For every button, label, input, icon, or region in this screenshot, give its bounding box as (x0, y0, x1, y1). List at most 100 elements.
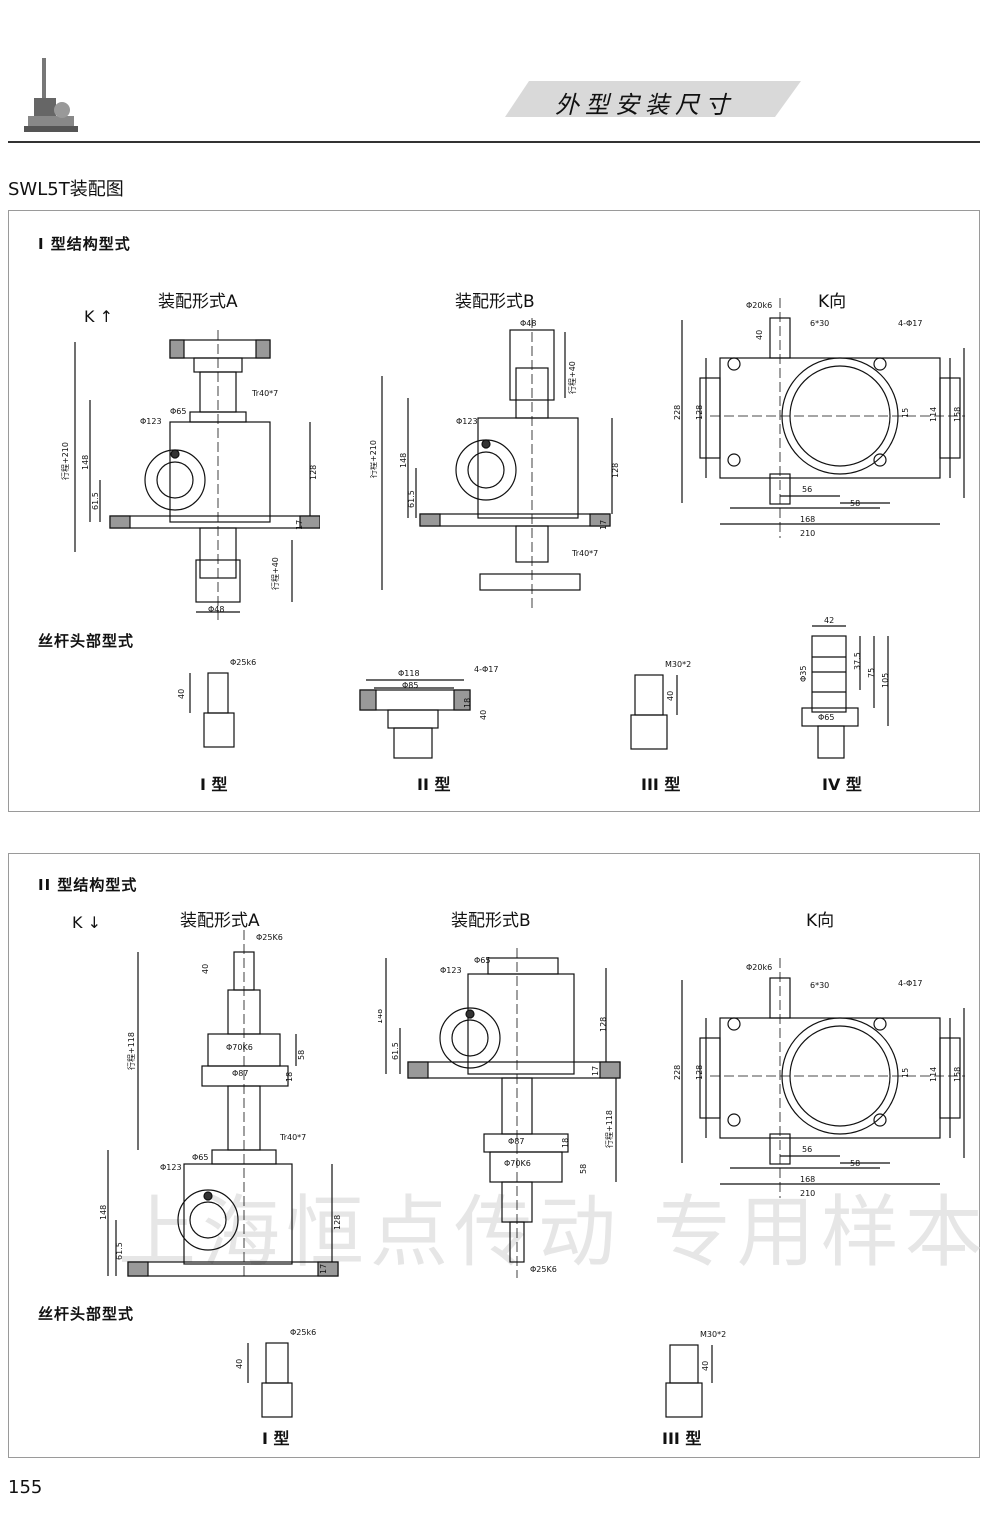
panel1-view-b-label: 装配形式B (455, 292, 535, 312)
dim-k-630: 6*30 (810, 319, 829, 328)
dim-k-114: 114 (929, 407, 938, 422)
panel2-view-a-drawing: Φ25K6 40 行程+118 Φ70K6 58 Φ87 18 Tr40*7 Φ… (99, 930, 342, 1280)
dim-2a-phi87: Φ87 (232, 1069, 248, 1078)
dim-k-58: 58 (850, 499, 860, 508)
dim-k-40: 40 (755, 330, 764, 340)
dim-k-phi20: Φ20k6 (746, 301, 772, 310)
dim-k-158: 158 (953, 407, 962, 422)
dim-h4-phi35: Φ35 (799, 666, 808, 682)
dim-a-148: 148 (81, 455, 90, 470)
dim-2k-158: 158 (953, 1067, 962, 1082)
dim-2b-148: 148 (378, 1009, 384, 1024)
panel1-view-b-drawing: Φ48 行程+40 Φ123 行程+210 148 61.5 128 17 Tr… (370, 318, 620, 608)
panel1-head-type-2-label: II 型 (417, 775, 451, 794)
dim-h2-40: 40 (479, 710, 488, 720)
dim-2k-228: 228 (673, 1065, 682, 1080)
dim-2b-17: 17 (591, 1066, 600, 1076)
k-letter-2: K (72, 913, 83, 932)
dim-2h3-m30: M30*2 (700, 1330, 726, 1339)
dim-h2-phi85: Φ85 (402, 681, 418, 690)
page-number: 155 (8, 1477, 43, 1498)
dim-b-stroke: 行程+210 (370, 440, 378, 478)
panel2-view-b-drawing: Φ65 Φ123 148 61.5 128 17 Φ87 18 行程+118 Φ… (378, 948, 621, 1278)
dim-b-phi123: Φ123 (456, 417, 478, 426)
panel1-head-title: 丝杆头部型式 (38, 632, 135, 650)
dim-2a-tr: Tr40*7 (279, 1133, 306, 1142)
dim-2k-15: 15 (901, 1068, 910, 1078)
dim-k-228: 228 (673, 405, 682, 420)
panel1-view-a-drawing: Tr40*7 Φ65 Φ123 行程+210 148 61.5 128 17 行… (60, 330, 320, 620)
watermark: 上海恒点传动 专用样本 (118, 1188, 989, 1278)
dim-2b-128: 128 (599, 1017, 608, 1032)
dim-h3-m30: M30*2 (665, 660, 691, 669)
dim-2b-phi65: Φ65 (474, 956, 490, 965)
dim-2h3-40: 40 (701, 1361, 710, 1371)
dim-b-615: 61.5 (407, 490, 416, 508)
panel1-view-k-drawing: Φ20k6 6*30 4-Φ17 40 228 128 15 114 158 5… (673, 298, 965, 538)
panel1-head-type-3: M30*2 40 (630, 660, 691, 750)
page-title: 外型安装尺寸 (555, 91, 735, 119)
dim-2b-58: 58 (579, 1164, 588, 1174)
dim-2k-128: 128 (695, 1065, 704, 1080)
panel2-view-a-label: 装配形式A (180, 911, 260, 931)
dim-2b-phi70: Φ70K6 (504, 1159, 531, 1168)
k-letter: K (84, 307, 95, 326)
dim-2a-phi25: Φ25K6 (256, 933, 283, 942)
panel1-head-type-1: Φ25k6 40 (177, 658, 256, 748)
title-banner: 外型安装尺寸 (505, 81, 801, 119)
panel2-head-title: 丝杆头部型式 (38, 1305, 135, 1323)
panel2-head-type-1: Φ25k6 40 (235, 1328, 316, 1418)
dim-h4-phi65: Φ65 (818, 713, 834, 722)
panel-type-2 (8, 853, 980, 1458)
dim-h2-4phi17: 4-Φ17 (474, 665, 498, 674)
panel1-title: I 型结构型式 (38, 235, 131, 253)
dim-h4-375: 37.5 (853, 652, 862, 670)
panel2-view-b-label: 装配形式B (451, 911, 531, 931)
panel1-k-arrow: K ↑ (84, 307, 113, 326)
dim-2k-630: 6*30 (810, 981, 829, 990)
dim-2h1-phi25: Φ25k6 (290, 1328, 316, 1337)
dim-2k-210: 210 (800, 1189, 815, 1198)
dim-h4-105: 105 (881, 673, 890, 688)
dim-a-stroke40: 行程+40 (270, 557, 280, 590)
dim-a-tr: Tr40*7 (251, 389, 278, 398)
product-logo (24, 58, 78, 132)
dim-k-168: 168 (800, 515, 815, 524)
dim-2a-18: 18 (285, 1072, 294, 1082)
dim-h4-75: 75 (867, 668, 876, 678)
dim-2a-phi70: Φ70K6 (226, 1043, 253, 1052)
panel1-view-a-label: 装配形式A (158, 292, 238, 312)
panel2-head-type-1-label: I 型 (262, 1429, 290, 1448)
dim-2a-40: 40 (201, 964, 210, 974)
dim-a-phi123: Φ123 (140, 417, 162, 426)
dim-h1-phi25: Φ25k6 (230, 658, 256, 667)
dim-b-17: 17 (599, 520, 608, 530)
dim-2a-phi123: Φ123 (160, 1163, 182, 1172)
dim-b-stroke40: 行程+40 (567, 361, 577, 394)
assembly-subtitle: SWL5T装配图 (8, 179, 124, 200)
dim-b-tr: Tr40*7 (571, 549, 598, 558)
dim-2k-56: 56 (802, 1145, 812, 1154)
dim-a-17: 17 (295, 520, 304, 530)
dim-2k-phi20: Φ20k6 (746, 963, 772, 972)
panel1-head-type-4: 42 Φ35 37.5 75 105 Φ65 (799, 616, 890, 759)
dim-h2-phi118: Φ118 (398, 669, 420, 678)
dim-a-phi48: Φ48 (208, 605, 224, 614)
dim-b-148: 148 (399, 453, 408, 468)
panel1-head-type-4-label: IV 型 (822, 775, 862, 794)
panel2-k-arrow: K ↓ (72, 913, 101, 932)
dim-2a-phi65: Φ65 (192, 1153, 208, 1162)
dim-2h1-40: 40 (235, 1359, 244, 1369)
dim-k-56: 56 (802, 485, 812, 494)
dim-2a-148: 148 (99, 1205, 108, 1220)
panel2-head-type-3: M30*2 40 (665, 1330, 726, 1418)
dim-2k-114: 114 (929, 1067, 938, 1082)
dim-2a-128: 128 (333, 1215, 342, 1230)
dim-a-128: 128 (309, 465, 318, 480)
panel2-title: II 型结构型式 (38, 876, 138, 894)
dim-h1-40: 40 (177, 689, 186, 699)
header-rule (8, 141, 980, 143)
panel1-head-type-2: Φ118 4-Φ17 Φ85 18 40 (359, 665, 498, 759)
panel1-head-type-3-label: III 型 (641, 775, 681, 794)
dim-k-4phi17: 4-Φ17 (898, 319, 922, 328)
